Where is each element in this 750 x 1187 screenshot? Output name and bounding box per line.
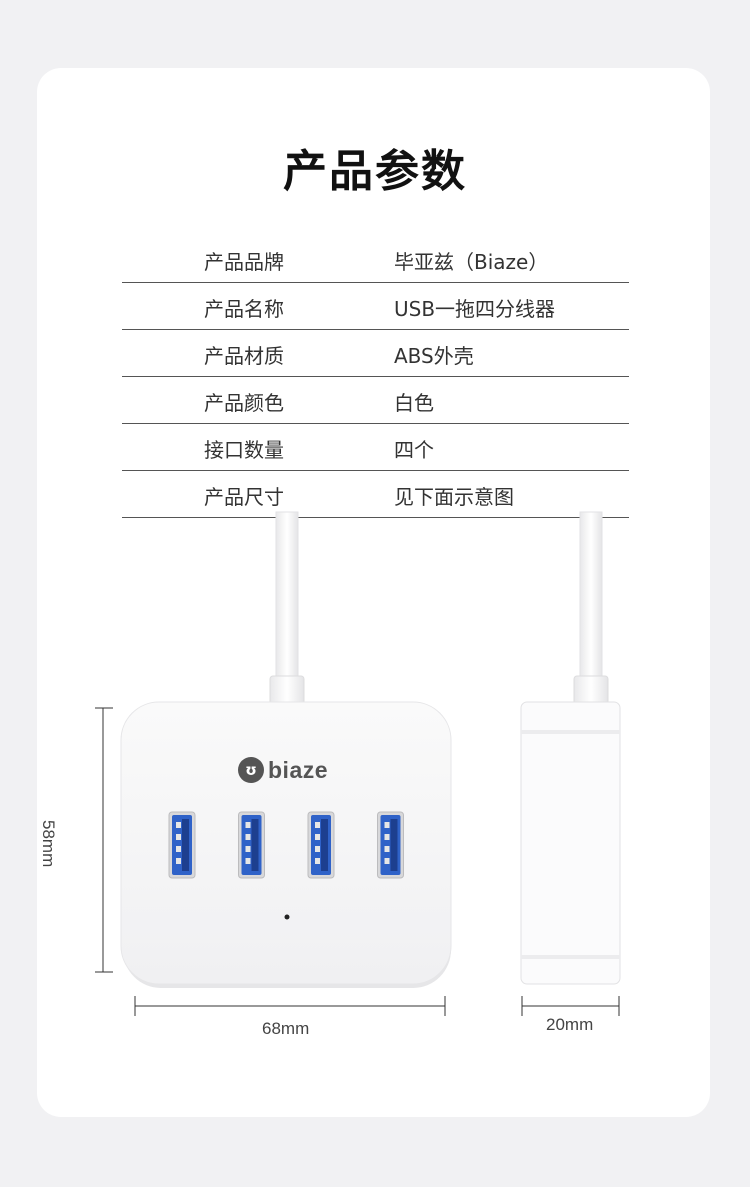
spec-row: 接口数量 四个 [122,424,629,471]
spec-value: 见下面示意图 [394,485,514,509]
height-label: 58mm [39,820,58,868]
spec-value: 毕亚兹（Biaze） [394,250,549,274]
spec-key: 产品品牌 [204,250,284,274]
brand-logo: ʊ biaze [238,756,328,784]
spec-key: 产品材质 [204,344,284,368]
usb-port [377,811,404,879]
usb-port [238,811,265,879]
depth-label: 20mm [546,1015,594,1034]
width-label: 68mm [262,1019,310,1038]
spec-row: 产品颜色 白色 [122,377,629,424]
hub-front-view [120,701,452,988]
usb-port [307,811,335,879]
spec-key: 产品名称 [204,297,284,321]
led-indicator [284,914,290,920]
front-cable [269,511,305,707]
spec-key: 产品尺寸 [204,485,284,509]
spec-value: USB一拖四分线器 [394,297,556,321]
usb-port [168,811,196,879]
usb-ports [168,811,404,879]
spec-row: 产品材质 ABS外壳 [122,330,629,377]
page-title: 产品参数 [283,146,467,197]
spec-key: 产品颜色 [204,391,284,415]
brand-mark-icon: ʊ [238,757,264,783]
spec-row: 产品尺寸 见下面示意图 [122,471,629,518]
side-cable [573,511,609,707]
spec-value: 白色 [394,391,434,415]
spec-row: 产品名称 USB一拖四分线器 [122,283,629,330]
brand-name: biaze [268,756,329,783]
spec-value: ABS外壳 [394,344,474,368]
dimension-lines [95,707,620,1016]
hub-side-view [520,701,621,985]
spec-value: 四个 [394,438,434,462]
spec-key: 接口数量 [204,438,284,462]
spec-row: 产品品牌 毕亚兹（Biaze） [122,236,629,283]
spec-table: 产品品牌 毕亚兹（Biaze） 产品名称 USB一拖四分线器 产品材质 ABS外… [122,236,629,518]
